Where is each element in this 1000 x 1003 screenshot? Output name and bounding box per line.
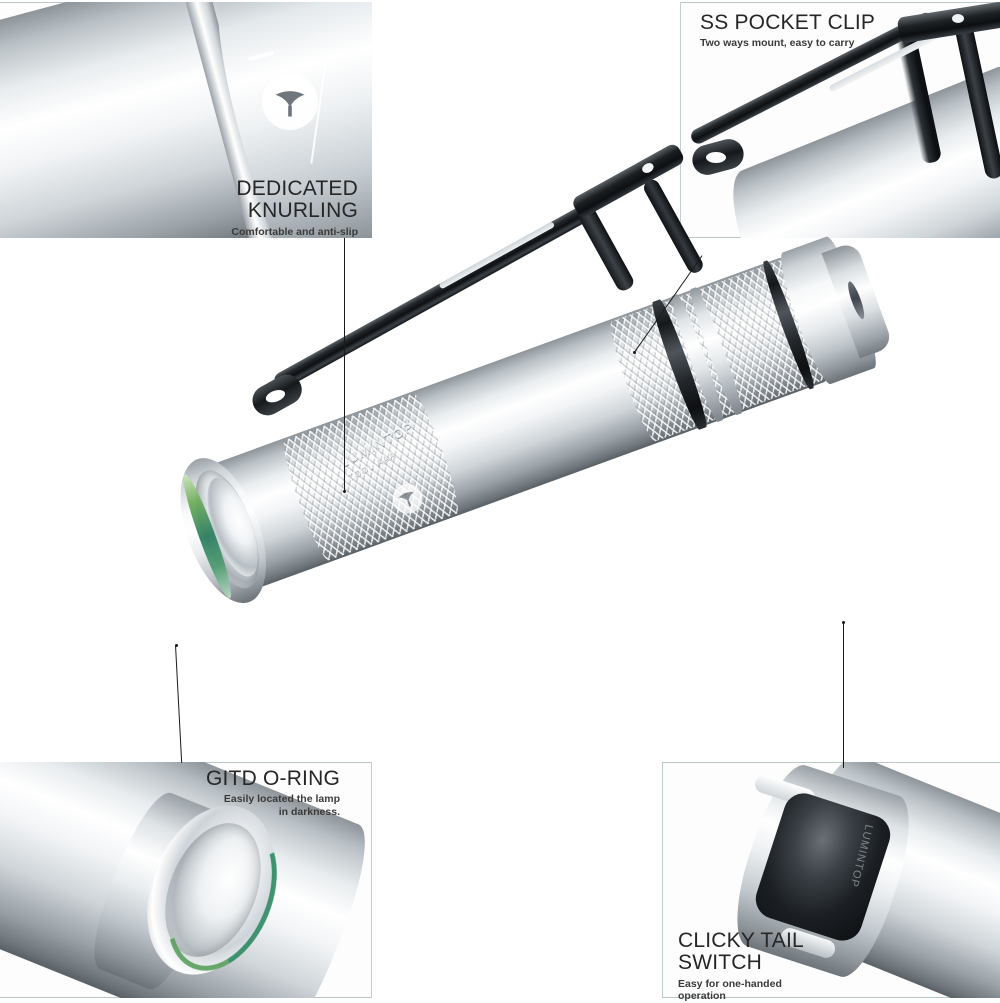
caption-title: DEDICATED KNURLING [168, 178, 358, 223]
caption-clicky-tail-switch: CLICKY TAIL SWITCH Easy for one-handed o… [678, 930, 888, 1003]
clip-slot [439, 221, 556, 289]
leader-anchor-knurling [343, 490, 346, 493]
panel-edge-left [662, 762, 663, 998]
leader-anchor-gitd [175, 644, 178, 647]
leader-line-knurling [344, 238, 345, 493]
panel-edge-top [680, 2, 1000, 3]
caption-subtitle: Easy for one-handed operation [678, 978, 888, 1003]
clip-bend-a [576, 204, 636, 293]
clip-head-hole [952, 14, 964, 23]
panel-edge-top [662, 762, 1000, 763]
caption-ss-pocket-clip: SS POCKET CLIP Two ways mount, easy to c… [700, 12, 930, 50]
caption-title: SS POCKET CLIP [700, 12, 930, 34]
clip-bend-b [641, 177, 705, 276]
caption-subtitle: Comfortable and anti-slip [168, 226, 358, 239]
caption-subtitle: Easily located the lamp in darkness. [150, 793, 340, 819]
panel-edge-right [371, 762, 372, 998]
caption-title: GITD O-RING [150, 768, 340, 790]
caption-dedicated-knurling: DEDICATED KNURLING Comfortable and anti-… [168, 178, 358, 238]
caption-subtitle: Two ways mount, easy to carry [700, 37, 930, 50]
leader-line-tail-switch [843, 622, 844, 768]
leader-anchor-pocket-clip [633, 351, 636, 354]
lumintop-bird-logo-icon [262, 74, 318, 130]
caption-title: CLICKY TAIL SWITCH [678, 930, 888, 975]
hero-flashlight-image: LUMINTOP TOOL AAA [95, 300, 925, 720]
caption-gitd-o-ring: GITD O-RING Easily located the lamp in d… [150, 768, 340, 819]
leader-anchor-tail-switch [842, 621, 845, 624]
